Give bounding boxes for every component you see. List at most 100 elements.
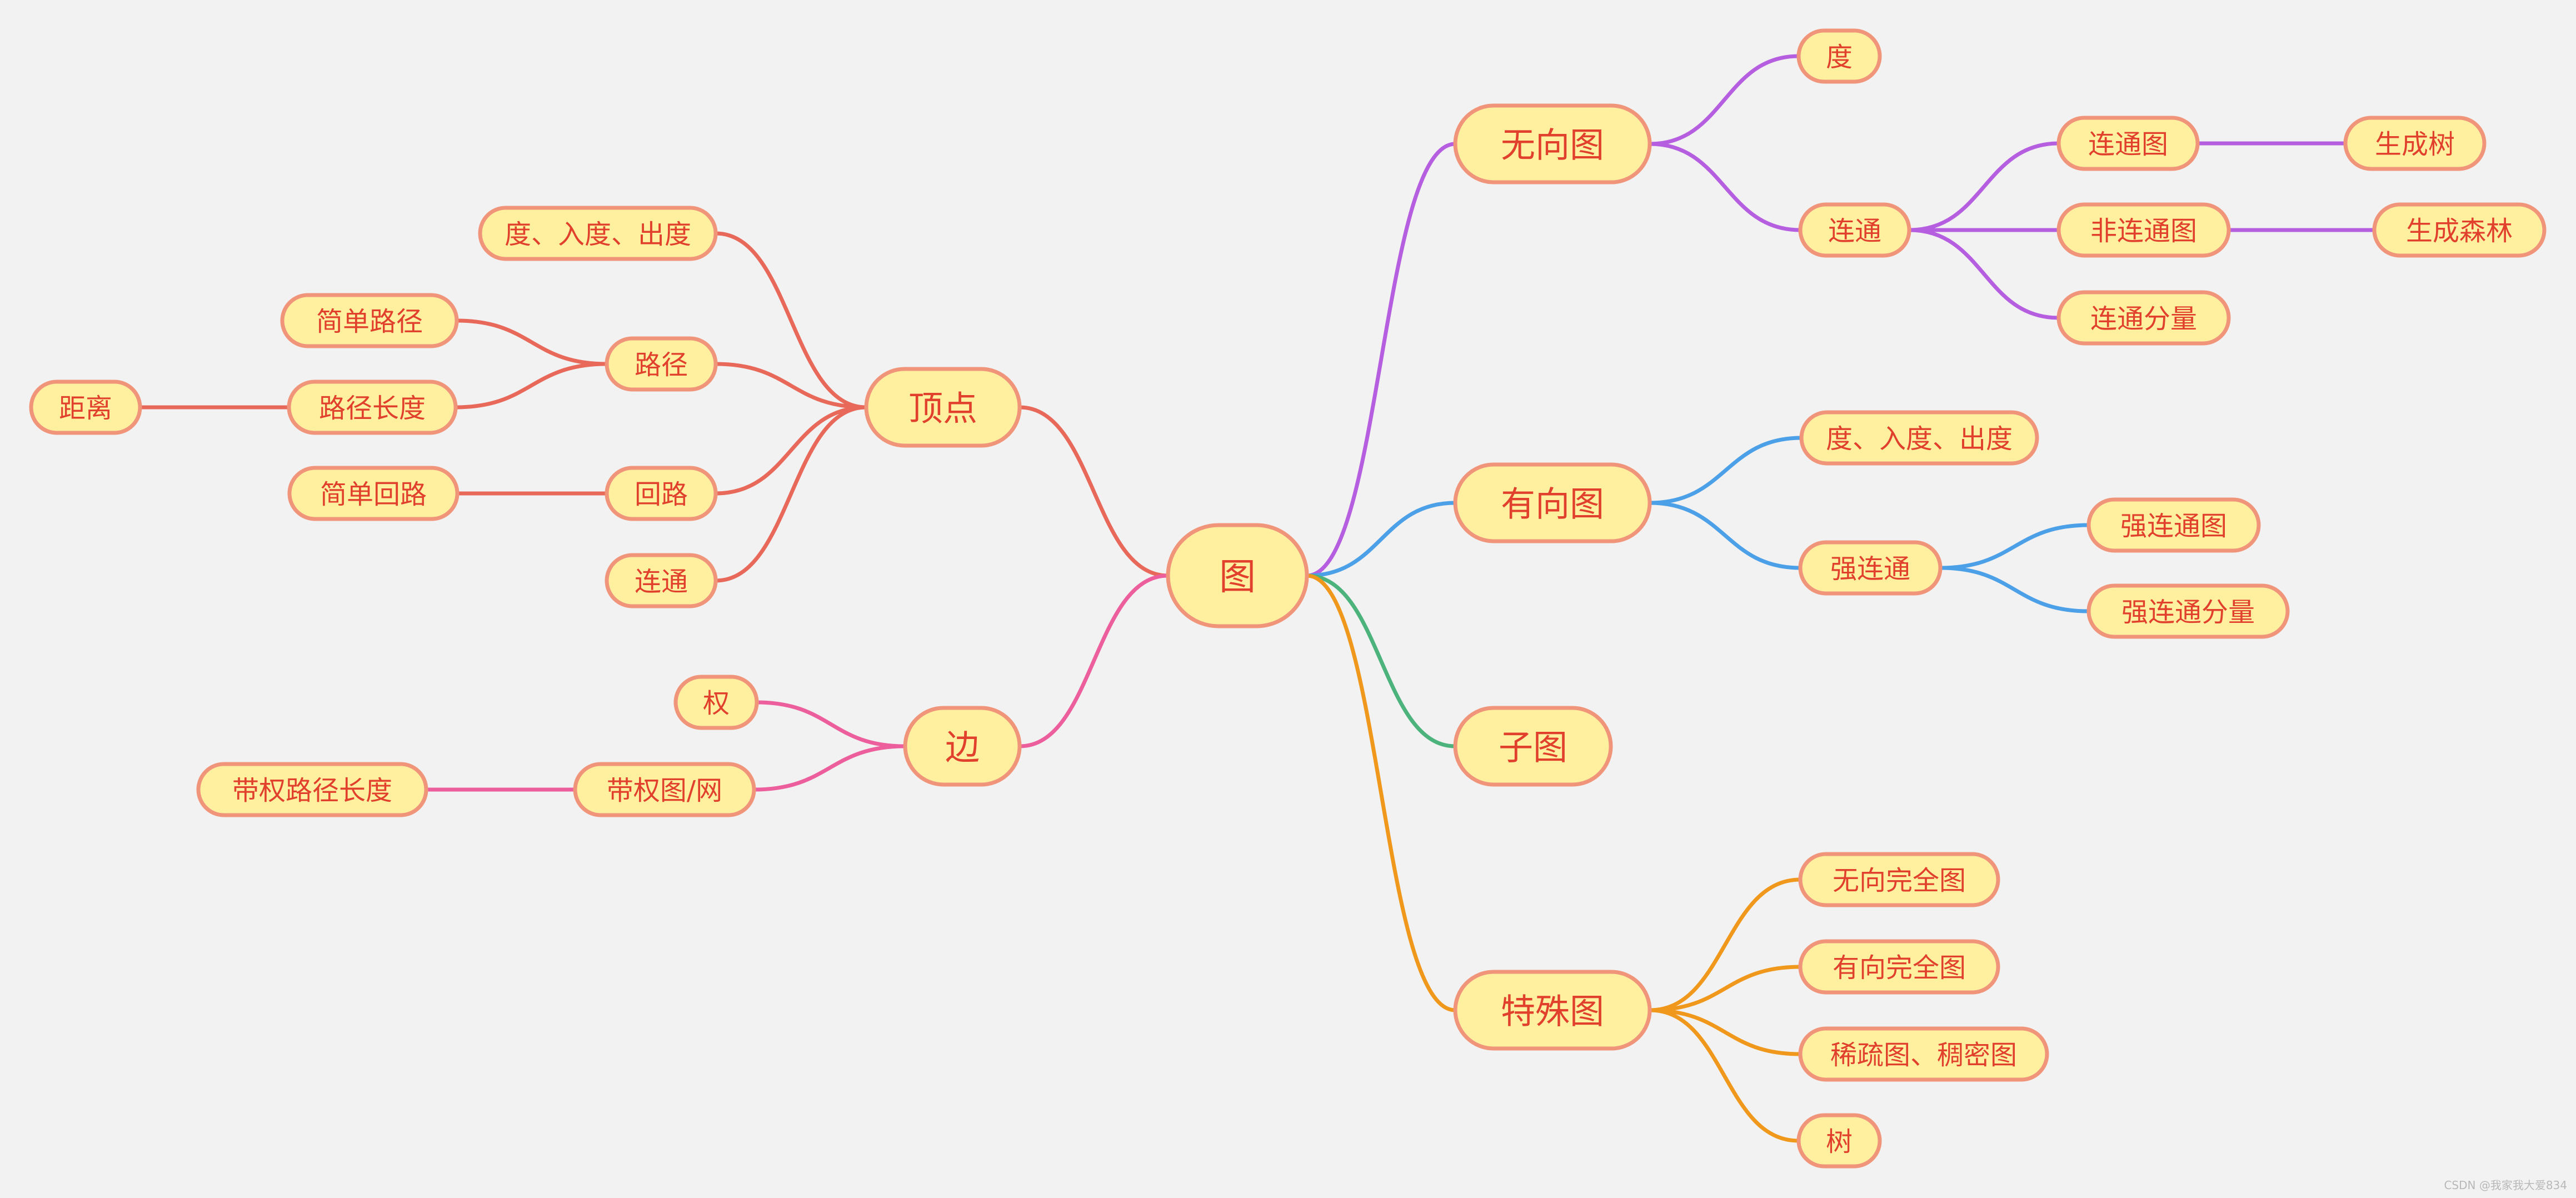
edge-root-to-subgraph xyxy=(1305,573,1457,748)
node-spanning-forest-label: 生成森林 xyxy=(2406,216,2513,247)
node-edge[interactable]: 边 xyxy=(903,706,1022,787)
node-directed-box[interactable] xyxy=(1453,462,1652,543)
node-vertex-degree-label: 度、入度、出度 xyxy=(505,219,691,250)
node-spanning-forest[interactable]: 生成森林 xyxy=(2372,202,2547,258)
node-directed-degree-box[interactable] xyxy=(1799,410,2039,466)
node-disconnected-graph-box[interactable] xyxy=(2056,202,2231,258)
node-directed-degree-label: 度、入度、出度 xyxy=(1826,423,2013,455)
edge-undirected-to-undirected-degree xyxy=(1648,54,1801,146)
node-strongly-connected-label: 强连通 xyxy=(1830,553,1910,585)
node-simple-cycle[interactable]: 简单回路 xyxy=(287,466,460,521)
edge-root-to-directed xyxy=(1305,501,1457,578)
node-root[interactable]: 图 xyxy=(1166,523,1309,628)
node-strongly-connected-component-box[interactable] xyxy=(2086,583,2290,639)
node-undirected-label: 无向图 xyxy=(1501,125,1604,166)
node-undirected-complete-box[interactable] xyxy=(1798,852,2000,907)
node-directed-complete-label: 有向完全图 xyxy=(1833,952,1966,984)
node-tree[interactable]: 树 xyxy=(1796,1113,1882,1169)
node-vertex-connected-box[interactable] xyxy=(605,553,718,608)
node-vertex-label: 顶点 xyxy=(908,388,977,429)
node-undirected-connected-box[interactable] xyxy=(1798,202,1911,258)
edge-edge-to-weighted-graph xyxy=(752,744,907,792)
node-vertex-path[interactable]: 路径 xyxy=(605,336,718,392)
node-sparse-dense-box[interactable] xyxy=(1798,1026,2049,1082)
edge-root-to-special xyxy=(1305,573,1457,1012)
node-undirected-box[interactable] xyxy=(1453,103,1652,184)
node-spanning-forest-box[interactable] xyxy=(2372,202,2547,258)
node-vertex-connected[interactable]: 连通 xyxy=(605,553,718,608)
mind-map-nodes: 图顶点度、入度、出度路径简单路径路径长度距离回路简单回路连通边权带权图/网带权路… xyxy=(29,28,2547,1169)
node-vertex-cycle[interactable]: 回路 xyxy=(605,466,718,521)
node-strongly-connected-component-label: 强连通分量 xyxy=(2121,597,2255,628)
node-directed[interactable]: 有向图 xyxy=(1453,462,1652,543)
node-root-label: 图 xyxy=(1219,556,1256,598)
node-edge-label: 边 xyxy=(945,727,980,768)
edge-vertex-to-vertex-cycle xyxy=(713,405,868,496)
node-strongly-connected-graph-box[interactable] xyxy=(2086,497,2261,553)
node-tree-box[interactable] xyxy=(1796,1113,1882,1169)
node-simple-path-label: 简单路径 xyxy=(316,306,423,337)
node-directed-degree[interactable]: 度、入度、出度 xyxy=(1799,410,2039,466)
node-undirected-degree-box[interactable] xyxy=(1796,28,1882,84)
node-weighted-path-length-box[interactable] xyxy=(196,762,428,817)
node-vertex[interactable]: 顶点 xyxy=(864,367,1022,448)
node-strongly-connected-graph[interactable]: 强连通图 xyxy=(2086,497,2261,553)
node-connected-graph-box[interactable] xyxy=(2056,116,2200,171)
edge-undirected-connected-to-connected-graph xyxy=(1907,141,2061,232)
node-subgraph-box[interactable] xyxy=(1453,706,1613,787)
node-spanning-tree-box[interactable] xyxy=(2343,116,2487,171)
node-connected-graph-label: 连通图 xyxy=(2088,129,2168,160)
node-strongly-connected-component[interactable]: 强连通分量 xyxy=(2086,583,2290,639)
node-weighted-path-length[interactable]: 带权路径长度 xyxy=(196,762,428,817)
node-connected-component[interactable]: 连通分量 xyxy=(2056,290,2231,346)
node-path-length[interactable]: 路径长度 xyxy=(287,380,458,435)
node-disconnected-graph[interactable]: 非连通图 xyxy=(2056,202,2231,258)
node-directed-complete-box[interactable] xyxy=(1798,939,2000,995)
node-undirected-complete-label: 无向完全图 xyxy=(1833,865,1966,896)
node-special-label: 特殊图 xyxy=(1501,991,1604,1032)
node-simple-path[interactable]: 简单路径 xyxy=(280,293,459,348)
node-weight[interactable]: 权 xyxy=(673,675,759,730)
node-simple-cycle-box[interactable] xyxy=(287,466,460,521)
node-distance[interactable]: 距离 xyxy=(29,380,142,435)
node-weighted-graph[interactable]: 带权图/网 xyxy=(573,762,756,817)
watermark: CSDN @我家我大爱834 xyxy=(2444,1179,2567,1192)
node-disconnected-graph-label: 非连通图 xyxy=(2090,216,2197,247)
node-special[interactable]: 特殊图 xyxy=(1453,970,1652,1051)
node-vertex-box[interactable] xyxy=(864,367,1022,448)
edge-directed-to-strongly-connected xyxy=(1648,501,1803,570)
node-vertex-connected-label: 连通 xyxy=(635,566,688,597)
node-weighted-graph-label: 带权图/网 xyxy=(607,775,722,806)
node-directed-complete[interactable]: 有向完全图 xyxy=(1798,939,2000,995)
node-simple-path-box[interactable] xyxy=(280,293,459,348)
node-undirected-connected-label: 连通 xyxy=(1828,216,1881,247)
node-sparse-dense-label: 稀疏图、稠密图 xyxy=(1830,1040,2017,1071)
node-undirected-connected[interactable]: 连通 xyxy=(1798,202,1911,258)
edge-special-to-undirected-complete xyxy=(1648,877,1803,1012)
node-subgraph[interactable]: 子图 xyxy=(1453,706,1613,787)
node-root-box[interactable] xyxy=(1166,523,1309,628)
edge-root-to-edge xyxy=(1017,573,1170,748)
node-vertex-cycle-box[interactable] xyxy=(605,466,718,521)
node-undirected-complete[interactable]: 无向完全图 xyxy=(1798,852,2000,907)
node-distance-label: 距离 xyxy=(59,393,112,424)
node-vertex-path-box[interactable] xyxy=(605,336,718,392)
node-undirected-degree[interactable]: 度 xyxy=(1796,28,1882,84)
node-connected-graph[interactable]: 连通图 xyxy=(2056,116,2200,171)
node-strongly-connected[interactable]: 强连通 xyxy=(1798,540,1943,596)
node-undirected[interactable]: 无向图 xyxy=(1453,103,1652,184)
node-undirected-degree-label: 度 xyxy=(1826,42,1853,73)
node-weighted-graph-box[interactable] xyxy=(573,762,756,817)
node-distance-box[interactable] xyxy=(29,380,142,435)
node-connected-component-box[interactable] xyxy=(2056,290,2231,346)
node-sparse-dense[interactable]: 稀疏图、稠密图 xyxy=(1798,1026,2049,1082)
node-edge-box[interactable] xyxy=(903,706,1022,787)
node-strongly-connected-box[interactable] xyxy=(1798,540,1943,596)
node-vertex-degree-box[interactable] xyxy=(478,206,718,261)
node-special-box[interactable] xyxy=(1453,970,1652,1051)
node-weight-box[interactable] xyxy=(673,675,759,730)
node-weighted-path-length-label: 带权路径长度 xyxy=(232,775,392,806)
node-path-length-box[interactable] xyxy=(287,380,458,435)
node-spanning-tree[interactable]: 生成树 xyxy=(2343,116,2487,171)
node-vertex-degree[interactable]: 度、入度、出度 xyxy=(478,206,718,261)
